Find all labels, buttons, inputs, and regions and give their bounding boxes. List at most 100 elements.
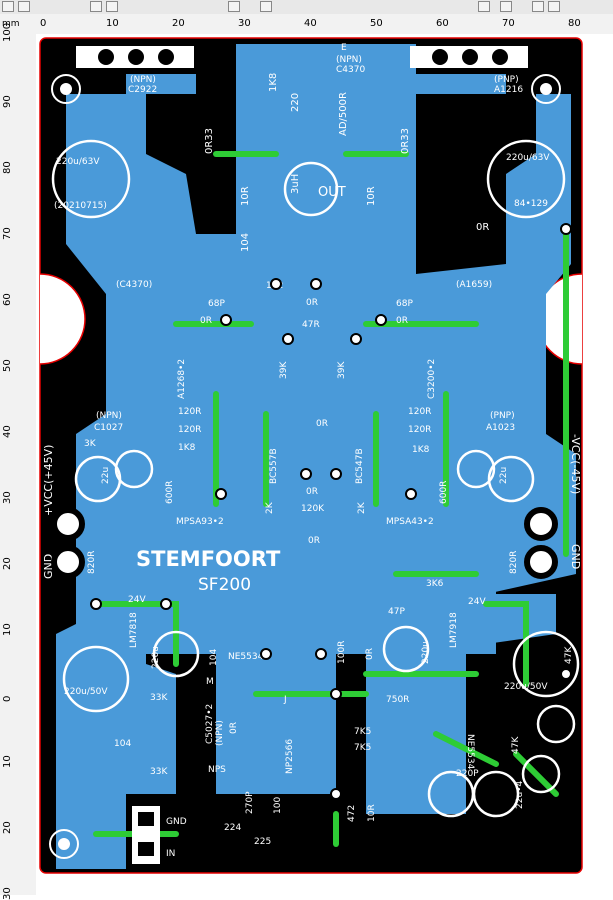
to220-left [76,46,194,68]
label-24v-b: 24V [468,597,486,607]
label-0r-e: 0R [306,487,318,497]
green-traces [93,151,569,847]
label-47r: 47R [302,320,320,330]
label-0r33-b: 0R33 [400,128,411,154]
label-120r-b: 120R [178,425,201,435]
input-connector [132,806,160,864]
label-104-a: 104 [240,233,251,252]
label-820r-b: 820R [509,551,519,574]
paste-icon[interactable] [478,1,490,12]
model-label: SF200 [198,575,251,595]
label-39k-b: 39K [337,361,347,379]
label-33k-b: 33K [150,767,168,777]
copper-pour [56,44,576,869]
label-c5027: C5027•2 [205,704,215,744]
label-ad500r: AD/500R [338,92,349,136]
in-label: IN [166,849,175,859]
new-icon[interactable] [2,1,14,12]
mounting-holes [49,74,561,859]
vcc-pos-label: +VCC(+45V) [42,445,55,516]
ruler-left-tick: 100 [2,22,13,42]
label-lm7818: LM7818 [129,612,139,648]
label-e-top: E [341,43,347,53]
to220-right [410,46,528,68]
label-22u-a: 22u [101,467,111,484]
label-npn-left: (NPN) [130,75,156,85]
label-2k-a: 2K [265,501,275,514]
ruler-left-tick: 30 [2,491,13,504]
label-c1027: C1027 [94,423,123,433]
info-icon[interactable] [548,1,560,12]
label-a1659-mid: (A1659) [456,280,492,290]
label-k2566: NP2566 [285,739,295,774]
gnd-right-label: GND [569,544,582,569]
ruler-top-tick: 70 [502,18,515,29]
ruler-left-tick: 0 [2,695,13,702]
ruler-top-tick: 20 [172,18,185,29]
label-39k-a: 39K [279,361,289,379]
date-code: (20210715) [54,201,107,211]
mirror-icon[interactable] [260,1,272,12]
label-a1216: A1216 [494,85,523,95]
serial-number: 84•129 [514,199,548,209]
zoom-icon[interactable] [500,1,512,12]
label-225: 225 [254,837,271,847]
ruler-top-tick: 30 [238,18,251,29]
label-3k: 3K [84,439,97,449]
label-cap-right: 220u/63V [506,153,550,163]
label-j-fet: J [283,695,287,705]
brand-logo: STEMFOORT [136,547,281,571]
label-220u50v-b: 220u/50V [504,682,548,692]
label-0r-b: 0R [306,298,318,308]
label-ne5534-a: NE5534 [228,652,264,662]
undo-icon[interactable] [18,1,30,12]
ruler-left-tick: 30 [2,887,13,900]
add-icon[interactable] [532,1,544,12]
label-270p: 270P [245,791,255,814]
label-120r-d: 120R [408,425,431,435]
label-mpsa43: MPSA43•2 [386,517,434,527]
gnd-in-label: GND [166,817,187,827]
label-a1268: A1268•2 [177,359,187,399]
label-m: M [206,677,214,687]
label-820r-a: 820R [87,551,97,574]
toolbar [0,0,613,15]
label-3k6: 3K6 [426,579,444,589]
label-68p-b: 68P [396,299,413,309]
rotate-icon[interactable] [228,1,240,12]
label-npn-top: (NPN) [336,55,362,65]
power-terminals [51,507,558,579]
ruler-left-tick: 20 [2,821,13,834]
label-1k8-b: 1K8 [178,443,196,453]
label-0r-f: 0R [308,536,320,546]
label-120r-c: 120R [408,407,431,417]
label-0r33-a: 0R33 [204,128,215,154]
label-220u-b: 220u [421,641,431,664]
ruler-left-tick: 40 [2,425,13,438]
pcb-layout[interactable]: B C E B C E (NPN) C2922 (PNP) A1216 (NPN… [36,34,613,895]
label-10r-low: 10R [367,804,377,822]
label-c4370-mid: (C4370) [116,280,152,290]
label-220u50v-a: 220u/50V [64,687,108,697]
label-104-c: 104 [209,649,219,666]
label-100r-b: 100R [337,641,347,664]
label-0r-right: 0R [476,222,489,233]
out-label: OUT [318,185,346,200]
label-224: 224 [224,823,241,833]
label-10r-a: 10R [240,186,251,206]
label-47k-a: 47K [564,646,574,664]
label-0r-c: 0R [396,316,408,326]
label-pnp-right: (PNP) [494,75,519,85]
label-472: 472 [347,805,357,822]
pan-icon[interactable] [106,1,118,12]
select-icon[interactable] [90,1,102,12]
label-220u-a: 220u [151,646,161,669]
label-104-b: 104 [114,739,131,749]
pcb-canvas[interactable]: B C E B C E (NPN) C2922 (PNP) A1216 (NPN… [36,34,613,895]
label-47p: 47P [388,607,405,617]
label-mpsa93: MPSA93•2 [176,517,224,527]
label-npn-mid: (NPN) [96,411,122,421]
label-24v-a: 24V [128,595,146,605]
